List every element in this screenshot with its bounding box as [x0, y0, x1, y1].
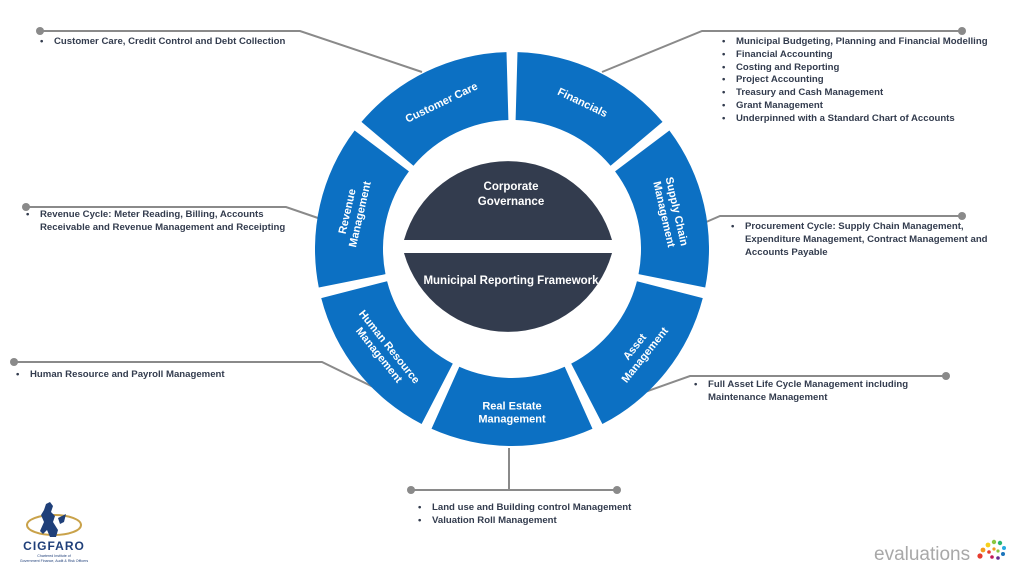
callout-item: Project Accounting — [720, 74, 1010, 87]
segment-real-estate — [431, 366, 593, 446]
callout-item: Customer Care, Credit Control and Debt C… — [38, 36, 308, 49]
callout-item: Revenue Cycle: Meter Reading, Billing, A… — [24, 209, 314, 235]
callout-revenue: Revenue Cycle: Meter Reading, Billing, A… — [24, 209, 314, 235]
evaluations-logo: evaluations — [874, 539, 1006, 565]
evaluations-dots-icon — [977, 539, 1006, 560]
segment-human-resource — [321, 281, 453, 425]
segment-customer-care — [361, 52, 509, 166]
segment-revenue — [315, 130, 409, 288]
callout-supply-chain: Procurement Cycle: Supply Chain Manageme… — [729, 221, 997, 259]
logo-wing-icon — [58, 514, 66, 524]
core-bottom-label: Municipal Reporting Framework — [423, 275, 599, 287]
evaluations-wordmark: evaluations — [874, 544, 970, 565]
callout-financials: Municipal Budgeting, Planning and Financ… — [720, 36, 1010, 126]
callout-asset: Full Asset Life Cycle Management includi… — [692, 379, 964, 405]
callout-item: Grant Management — [720, 100, 1010, 113]
callout-item: Procurement Cycle: Supply Chain Manageme… — [729, 221, 997, 259]
callout-item: Valuation Roll Management — [416, 515, 656, 528]
callout-item: Costing and Reporting — [720, 62, 1010, 75]
cigfaro-sub-1: Chartered Institute of — [37, 554, 71, 558]
callout-item: Full Asset Life Cycle Management includi… — [692, 379, 964, 405]
core-top-line-2: Governance — [478, 196, 544, 208]
callout-real-estate: Land use and Building control Management… — [416, 502, 656, 528]
segment-supply-chain — [615, 130, 709, 288]
logo-griffin-icon — [40, 502, 58, 537]
leader-dot — [36, 27, 44, 35]
reporting-framework-half — [404, 253, 612, 332]
leader-customer-care — [40, 30, 423, 73]
cigfaro-name: CIGFARO — [23, 539, 85, 553]
leader-dot — [10, 358, 18, 366]
leader-dot — [407, 486, 415, 494]
callout-item: Financial Accounting — [720, 49, 1010, 62]
callout-human-resource: Human Resource and Payroll Management — [14, 369, 274, 382]
cigfaro-sub-2: Government Finance, Audit & Risk Officer… — [20, 559, 88, 563]
leader-dot — [958, 212, 966, 220]
leader-dot — [942, 372, 950, 380]
callout-item: Treasury and Cash Management — [720, 87, 1010, 100]
callout-item: Municipal Budgeting, Planning and Financ… — [720, 36, 1010, 49]
leader-financials — [601, 30, 962, 73]
callout-item: Human Resource and Payroll Management — [14, 369, 274, 382]
callout-item: Underpinned with a Standard Chart of Acc… — [720, 113, 1010, 126]
core-circle: Corporate Governance Municipal Reporting… — [404, 161, 612, 332]
leader-dot — [958, 27, 966, 35]
leader-dot — [613, 486, 621, 494]
corporate-governance-half — [404, 161, 612, 240]
callout-customer-care: Customer Care, Credit Control and Debt C… — [38, 36, 308, 49]
segment-asset — [571, 281, 703, 425]
leader-real-estate — [411, 448, 510, 491]
callout-item: Land use and Building control Management — [416, 502, 656, 515]
core-top-line-1: Corporate — [484, 181, 539, 193]
cigfaro-logo: CIGFARO Chartered Institute of Governmen… — [20, 502, 88, 563]
segment-financials — [515, 52, 663, 166]
leader-lines — [10, 27, 966, 494]
